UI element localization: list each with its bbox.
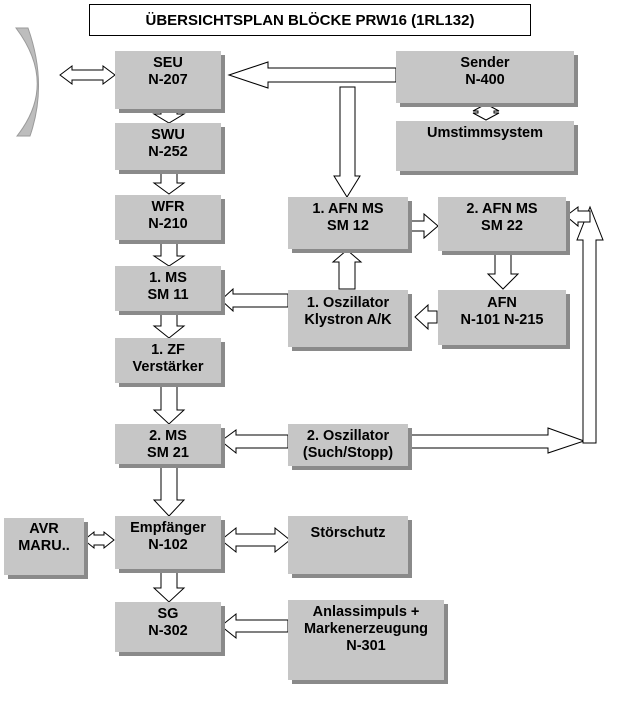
arrow-ms11-zf xyxy=(152,311,186,339)
arrow-afn12-afn22 xyxy=(407,212,439,240)
block-afn-ms12: 1. AFN MS SM 12 xyxy=(288,197,408,249)
arrow-wfr-ms11 xyxy=(152,239,186,267)
arrow-empf-stoer xyxy=(220,526,291,554)
arrow-sender-seu xyxy=(227,61,397,89)
arrow-empf-sg xyxy=(152,569,186,603)
block-empfaenger: Empfänger N-102 xyxy=(115,516,221,569)
block-sender: Sender N-400 xyxy=(396,51,574,103)
arrow-osz2-ms21 xyxy=(220,429,289,455)
block-avr: AVR MARU.. xyxy=(4,518,84,575)
arrow-swu-wfr xyxy=(152,170,186,195)
block-wfr: WFR N-210 xyxy=(115,195,221,240)
arrow-zf-ms21 xyxy=(152,383,186,425)
block-oszillator-1: 1. Oszillator Klystron A/K xyxy=(288,290,408,347)
block-sg: SG N-302 xyxy=(115,602,221,652)
arrow-osz1-afn12 xyxy=(331,249,363,290)
antenna-dish-icon xyxy=(15,27,40,137)
arrow-anlass-sg xyxy=(220,612,289,640)
arrow-bus-afn22 xyxy=(576,205,604,444)
block-afn-ms22: 2. AFN MS SM 22 xyxy=(438,197,566,251)
arrow-osz1-ms11 xyxy=(220,287,289,313)
block-oszillator-2: 2. Oszillator (Such/Stopp) xyxy=(288,424,408,466)
diagram-title: ÜBERSICHTSPLAN BLÖCKE PRW16 (1RL132) xyxy=(89,4,531,36)
block-umstimmsystem: Umstimmsystem xyxy=(396,121,574,171)
arrow-branch-afn-ms12 xyxy=(333,86,361,198)
arrow-osz2-bus xyxy=(407,427,586,454)
arrow-avr-empf xyxy=(83,530,115,550)
block-stoerschutz: Störschutz xyxy=(288,516,408,574)
arrow-bus-into-afn22 xyxy=(565,206,591,228)
arrow-afn-osz1 xyxy=(414,303,438,331)
block-anlassimpuls: Anlassimpuls + Markenerzeugung N-301 xyxy=(288,600,444,680)
arrow-afn22-afn xyxy=(486,253,520,290)
block-swu: SWU N-252 xyxy=(115,123,221,170)
arrow-seu-swu xyxy=(152,109,186,124)
arrow-sender-umstimm xyxy=(472,103,500,121)
block-ms11: 1. MS SM 11 xyxy=(115,266,221,311)
block-zf-verstaerker: 1. ZF Verstärker xyxy=(115,338,221,383)
block-seu: SEU N-207 xyxy=(115,51,221,109)
arrow-ms21-empf xyxy=(152,463,186,517)
block-ms21: 2. MS SM 21 xyxy=(115,424,221,464)
block-afn: AFN N-101 N-215 xyxy=(438,290,566,345)
arrow-antenna-seu xyxy=(59,65,116,85)
